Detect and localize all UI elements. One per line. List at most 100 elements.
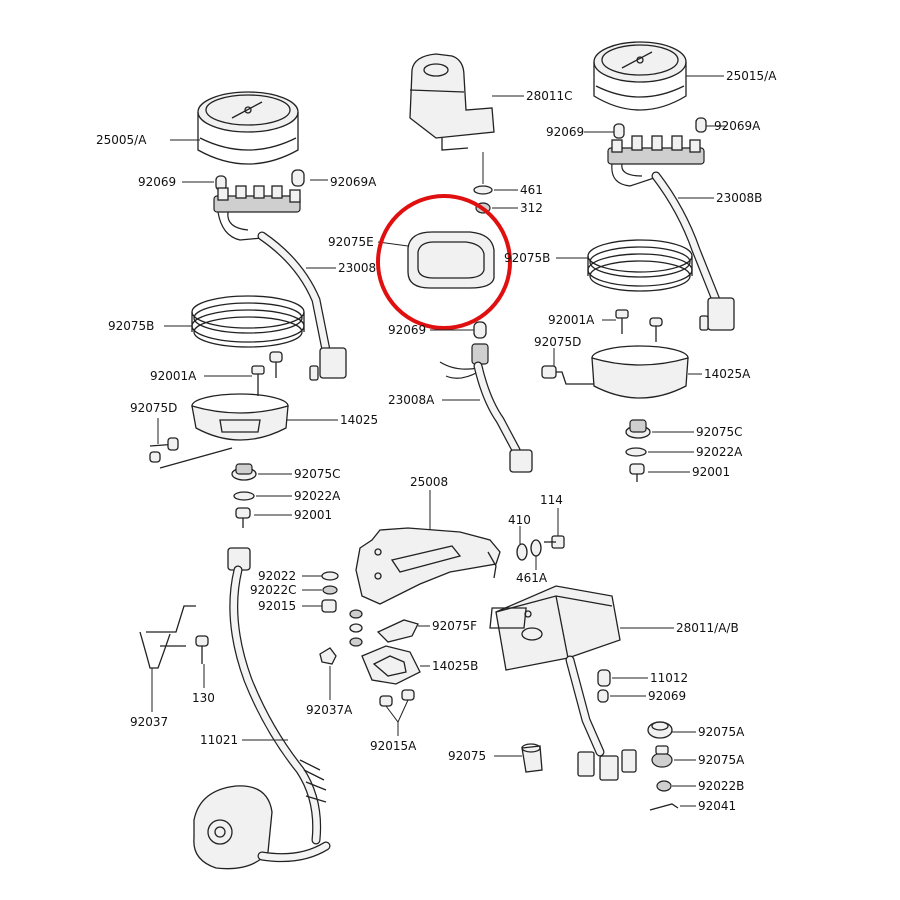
case-14025[interactable]: [191, 393, 289, 441]
label-damper-a2: 92075A: [698, 753, 745, 767]
label-cable-11021: 11021: [200, 733, 238, 747]
label-washer-a-l: 92022A: [294, 489, 341, 503]
damper-92075a-2[interactable]: [651, 745, 673, 768]
bolt-114[interactable]: [544, 535, 565, 549]
harness-23008[interactable]: [217, 211, 347, 381]
damper-92075[interactable]: [521, 743, 543, 773]
label-case-a-r: 14025A: [704, 367, 751, 381]
label-washer-410: 410: [508, 513, 531, 527]
damper-stack-center[interactable]: [349, 609, 363, 647]
label-washer-b: 92022B: [698, 779, 744, 793]
label-damper-c-r: 92075C: [696, 425, 743, 439]
clamp-92037[interactable]: [139, 605, 196, 669]
nut-92015[interactable]: [321, 599, 337, 613]
label-damper-f: 92075F: [432, 619, 477, 633]
label-indicator-box: 28011/A/B: [676, 621, 739, 635]
washer-410[interactable]: [516, 543, 528, 561]
bolts-92001a-left[interactable]: [251, 351, 283, 396]
label-bolt-a-l: 92001A: [150, 369, 197, 383]
bulb-92069-box[interactable]: [597, 689, 609, 703]
label-bulb-r1: 92069: [546, 125, 584, 139]
harness-23008a[interactable]: [439, 343, 533, 473]
bolts-92001a-right[interactable]: [615, 309, 663, 342]
speedometer-assembly[interactable]: [197, 91, 299, 165]
label-washer-92022: 92022: [258, 569, 296, 583]
label-bolt-l: 92001: [294, 508, 332, 522]
label-gasket-b-l: 92075B: [108, 319, 154, 333]
case-14025a[interactable]: [591, 345, 689, 399]
label-tachometer: 25015/A: [726, 69, 777, 83]
label-gasket-b-r: 92075B: [504, 251, 550, 265]
tachometer-bulb-sockets[interactable]: [607, 117, 707, 165]
bolt-92001-left[interactable]: [235, 507, 251, 528]
washer-92022[interactable]: [321, 571, 339, 581]
label-gasket-e: 92075E: [328, 235, 374, 249]
clip-92041[interactable]: [649, 803, 679, 811]
label-bracket: 25008: [410, 475, 448, 489]
label-damper-c-l: 92075C: [294, 467, 341, 481]
clamp-92037a[interactable]: [319, 647, 337, 665]
speedometer-bulb-sockets[interactable]: [213, 169, 305, 213]
highlight-circle: [376, 194, 512, 330]
label-case-b: 14025B: [432, 659, 478, 673]
damper-92075d-left[interactable]: [149, 437, 233, 469]
label-case-l: 14025: [340, 413, 378, 427]
label-bolt-a-r: 92001A: [548, 313, 595, 327]
label-speedometer: 25005/A: [96, 133, 147, 147]
label-screw-a: 92015A: [370, 739, 417, 753]
washer-461a[interactable]: [530, 539, 542, 557]
washer-92022c[interactable]: [322, 585, 338, 595]
bulb-11012[interactable]: [597, 669, 611, 687]
tachometer-assembly[interactable]: [593, 41, 687, 111]
washer-461[interactable]: [473, 185, 493, 195]
washer-92022a-right[interactable]: [625, 447, 647, 457]
label-washer-a-r: 92022A: [696, 445, 743, 459]
damper-92075c-right[interactable]: [625, 419, 651, 439]
label-washer-461: 461: [520, 183, 543, 197]
label-damper-a1: 92075A: [698, 725, 745, 739]
label-bolt-r: 92001: [692, 465, 730, 479]
washer-92022a-left[interactable]: [233, 491, 255, 501]
screw-130[interactable]: [195, 635, 209, 664]
label-damper-d-r: 92075D: [534, 335, 581, 349]
label-washer-461a: 461A: [516, 571, 548, 585]
washer-92022b[interactable]: [656, 780, 672, 792]
label-bolt-114: 114: [540, 493, 563, 507]
gasket-92075e[interactable]: [407, 231, 495, 289]
damper-92075f[interactable]: [376, 619, 419, 643]
label-bulb-socket-r: 92069A: [714, 119, 761, 133]
label-screw-130: 130: [192, 691, 215, 705]
label-harness-a-mid: 23008A: [388, 393, 435, 407]
indicator-cover-28011c[interactable]: [409, 53, 495, 151]
harness-23008b[interactable]: [611, 163, 735, 331]
label-indicator-cover: 28011C: [526, 89, 573, 103]
label-clip-92041: 92041: [698, 799, 736, 813]
gasket-92075b-right[interactable]: [587, 239, 693, 292]
label-bulb-socket-l: 92069A: [330, 175, 377, 189]
label-clamp: 92037: [130, 715, 168, 729]
label-damper-92075: 92075: [448, 749, 486, 763]
label-clamp-a: 92037A: [306, 703, 353, 717]
label-washer-92022c: 92022C: [250, 583, 297, 597]
screws-92015a[interactable]: [379, 689, 415, 707]
label-bulb-11012: 11012: [650, 671, 688, 685]
label-bulb-mid: 92069: [388, 323, 426, 337]
indicator-box-28011[interactable]: [489, 585, 637, 781]
damper-92075c-left[interactable]: [231, 463, 257, 481]
label-harness-l: 23008: [338, 261, 376, 275]
damper-92075a-1[interactable]: [647, 721, 673, 739]
label-bulb-l1: 92069: [138, 175, 176, 189]
gasket-92075b-left[interactable]: [191, 295, 305, 348]
bracket-25008[interactable]: [355, 527, 501, 605]
label-harness-b-r: 23008B: [716, 191, 762, 205]
label-nut-312: 312: [520, 201, 543, 215]
bulb-92069-mid[interactable]: [473, 321, 487, 339]
bolt-92001-right[interactable]: [629, 463, 645, 482]
speedometer-cable-11021[interactable]: [193, 547, 331, 870]
damper-92075d-right[interactable]: [541, 365, 600, 385]
label-damper-d-l: 92075D: [130, 401, 177, 415]
case-14025b[interactable]: [361, 645, 421, 685]
label-nut-92015: 92015: [258, 599, 296, 613]
label-bulb-92069-b: 92069: [648, 689, 686, 703]
